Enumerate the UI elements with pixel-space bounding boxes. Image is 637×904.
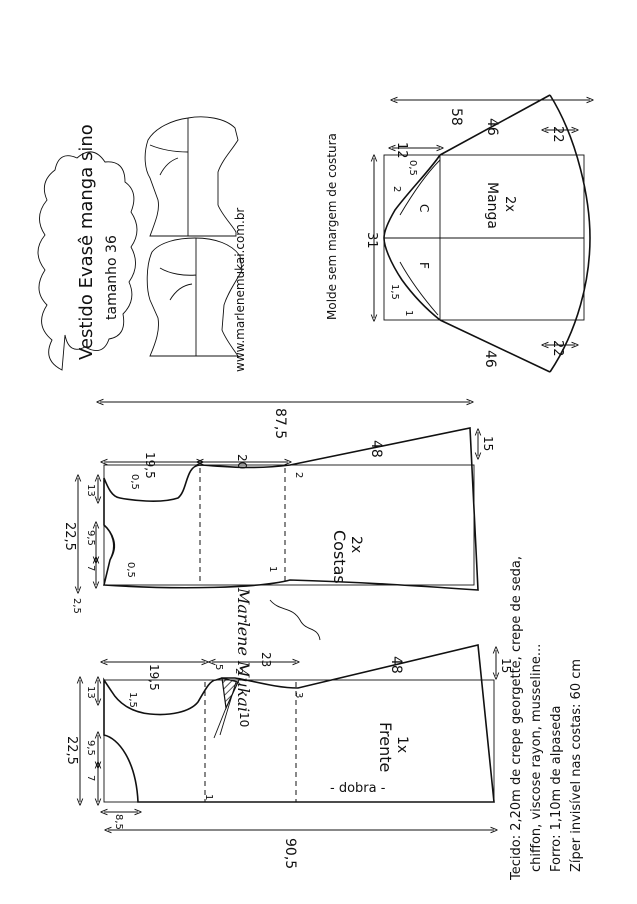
- sleeve-mark-15: 1,5: [389, 284, 400, 300]
- sleeve-count: 2x: [502, 196, 517, 212]
- front-label-dart-len: 10: [237, 712, 251, 727]
- back-label-total: 87,5: [272, 408, 288, 439]
- title-size: tamanho 36: [104, 235, 120, 320]
- front-name: Frente: [376, 722, 395, 772]
- front-fold: - dobra -: [330, 781, 386, 796]
- back-grid: [103, 464, 475, 586]
- title-cloud-outline: [37, 151, 138, 371]
- front-label-depth: 9,5: [85, 740, 96, 756]
- sleeve-label-flare-bottom: 22: [550, 340, 565, 357]
- front-label-shoulder: 19,5: [147, 664, 161, 691]
- sleeve-label-total: 58: [448, 108, 464, 126]
- front-label-neck-width: 8,5: [113, 814, 124, 830]
- sleeve-name: Manga: [484, 182, 500, 229]
- front-label-width: 22,5: [64, 736, 79, 765]
- back-mark-05a: 0,5: [129, 474, 140, 490]
- dress-sketch-front: [146, 237, 243, 357]
- sleeve-mark-1: 1: [403, 310, 414, 316]
- website-text: www.marlenemukai.com.br: [233, 208, 247, 372]
- back-label-shoulder: 19,5: [143, 452, 157, 479]
- back-mark-1: 1: [267, 566, 278, 572]
- title-block: Vestido Evasê manga sino tamanho 36: [37, 124, 138, 371]
- front-mark-ext: 1,5: [127, 692, 138, 708]
- front-outline: [103, 644, 495, 803]
- back-label-flare: 15: [481, 436, 495, 451]
- back-label-armhole: 13: [85, 484, 96, 497]
- title-main: Vestido Evasê manga sino: [76, 124, 97, 360]
- back-label-depth: 9,5: [85, 530, 96, 546]
- fabric-line-3: Forro: 1,10m de alpaseda: [549, 705, 564, 872]
- note-text: Molde sem margem de costura: [325, 133, 339, 320]
- back-pattern: 87,5 19,5 20 48 15 22,5 13 9,5 7 2,5 0,5…: [62, 402, 495, 614]
- front-mark-1: 1: [203, 794, 214, 800]
- front-pattern: 90,5 19,5 23 48 15 22,5 13 9,5 7 8,5 10 …: [64, 644, 513, 869]
- front-label-neck: 7: [85, 775, 96, 781]
- sleeve-side-top: [439, 94, 551, 156]
- dress-sketch-back: [144, 116, 239, 237]
- back-mark-05b: 0,5: [125, 562, 136, 578]
- signature-flourish: [269, 599, 321, 641]
- front-label-hem: 48: [388, 656, 404, 674]
- signature: Marlene Mukai: [234, 587, 253, 712]
- back-outline: [103, 427, 479, 591]
- sleeve-side-bottom: [439, 319, 551, 373]
- sleeve-hem: [549, 94, 591, 373]
- front-label-flare: 15: [499, 658, 513, 673]
- sleeve-label-side-top: 46: [484, 118, 500, 136]
- front-label-armhole: 13: [85, 686, 96, 699]
- fabric-line-2: chiffon, viscose rayon, musseline...: [529, 644, 544, 872]
- sleeve-label-flare-top: 22: [550, 126, 565, 143]
- sleeve-mark-2: 2: [391, 186, 402, 192]
- back-count: 2x: [348, 536, 364, 553]
- fabric-notes: Tecido: 2,20m de crepe georgette, crepe …: [509, 556, 584, 881]
- sleeve-cap: [383, 154, 441, 321]
- back-mark-2: 2: [293, 472, 304, 478]
- back-label-waist: 20: [235, 454, 249, 469]
- back-label-width: 22,5: [62, 522, 77, 551]
- front-mark-2: 2: [233, 668, 244, 674]
- sleeve-label-back: C: [417, 204, 431, 212]
- fabric-line-1: Tecido: 2,20m de crepe georgette, crepe …: [509, 556, 524, 881]
- sleeve-label-top: 12: [394, 142, 409, 159]
- fabric-line-4: Zíper invisível nas costas: 60 cm: [569, 659, 584, 872]
- front-label-total: 90,5: [282, 838, 298, 869]
- front-mark-3: 3: [293, 692, 304, 698]
- front-mark-5: 5: [213, 664, 224, 670]
- sleeve-label-cap: 31: [364, 232, 379, 249]
- back-name: Costas: [330, 530, 349, 584]
- sleeve-pattern: 58 12 31 46 46 22 22 0,5 2 1,5 1 C F Man…: [364, 94, 591, 373]
- front-label-dart-side: 23: [259, 652, 273, 667]
- sleeve-mark-05: 0,5: [407, 160, 418, 176]
- back-label-neck: 7: [85, 565, 96, 571]
- back-label-neck-drop: 2,5: [71, 598, 82, 614]
- sleeve-label-front: F: [417, 262, 431, 269]
- sleeve-label-side-bottom: 46: [482, 350, 498, 368]
- back-label-hem: 48: [368, 440, 384, 458]
- front-count: 1x: [394, 736, 410, 753]
